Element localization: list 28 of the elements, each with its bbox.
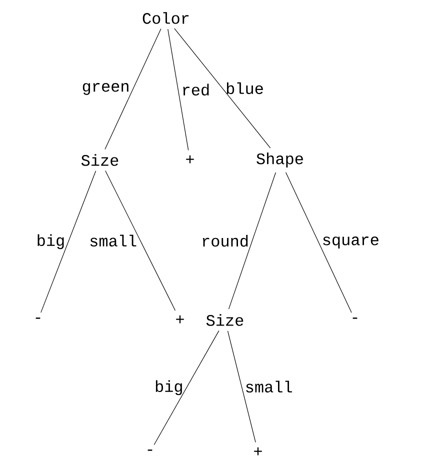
- node-label: -: [36, 318, 40, 319]
- node-label: +: [186, 155, 194, 164]
- edge-label: blue: [226, 82, 263, 94]
- edge-label: small: [246, 380, 292, 392]
- branch-line: [154, 330, 220, 446]
- edge-label: big: [38, 234, 64, 250]
- node-label: Color: [142, 12, 189, 24]
- edge-label: red: [183, 84, 209, 96]
- edge-label: big: [156, 380, 182, 396]
- node-label: -: [148, 450, 152, 451]
- node-label: Size: [206, 314, 244, 326]
- node-label: +: [254, 447, 262, 456]
- branch-line: [168, 28, 189, 151]
- branch-line: [286, 172, 352, 313]
- branch-line: [105, 170, 176, 311]
- edge-label: small: [90, 234, 136, 246]
- node-label: Shape: [256, 152, 303, 168]
- edge-label: round: [202, 234, 248, 247]
- branch-line: [174, 28, 271, 148]
- node-label: +: [176, 315, 184, 324]
- branch-line: [104, 28, 162, 150]
- branch-line: [40, 170, 96, 313]
- edge-label: green: [82, 83, 128, 95]
- node-label: -: [352, 318, 358, 319]
- edge-label: square: [323, 236, 378, 248]
- node-label: Size: [81, 154, 118, 166]
- branch-line: [228, 172, 276, 310]
- branch-line: [227, 330, 256, 443]
